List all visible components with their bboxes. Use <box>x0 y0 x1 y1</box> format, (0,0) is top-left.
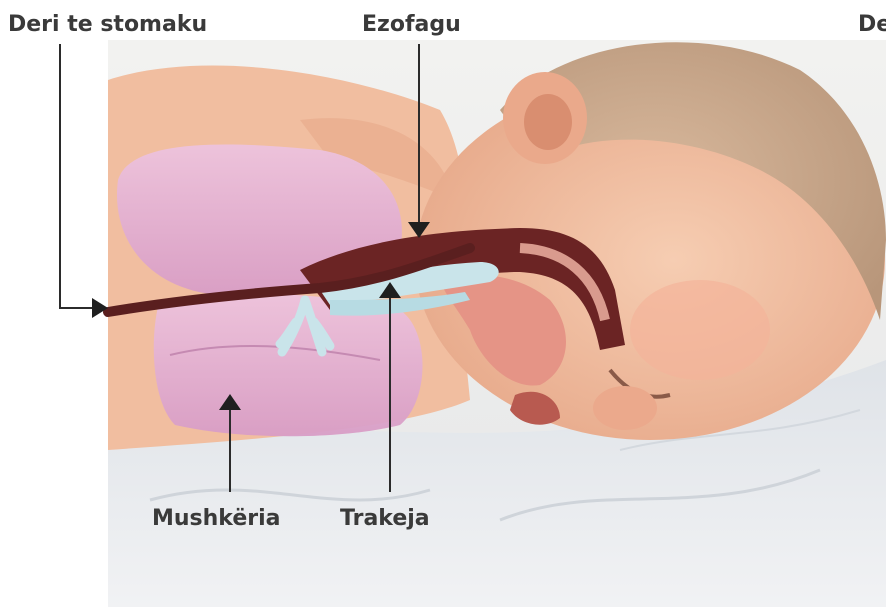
ear-inner <box>524 94 572 150</box>
label-partial: De <box>858 14 886 36</box>
cheek <box>630 280 770 380</box>
lung-lower <box>154 293 423 436</box>
label-esophagus: Ezofagu <box>362 14 461 36</box>
label-lungs: Mushkëria <box>152 508 281 530</box>
label-trachea: Trakeja <box>340 508 430 530</box>
nose <box>593 386 657 430</box>
leader-stomach <box>60 44 108 318</box>
label-stomach: Deri te stomaku <box>8 14 207 36</box>
